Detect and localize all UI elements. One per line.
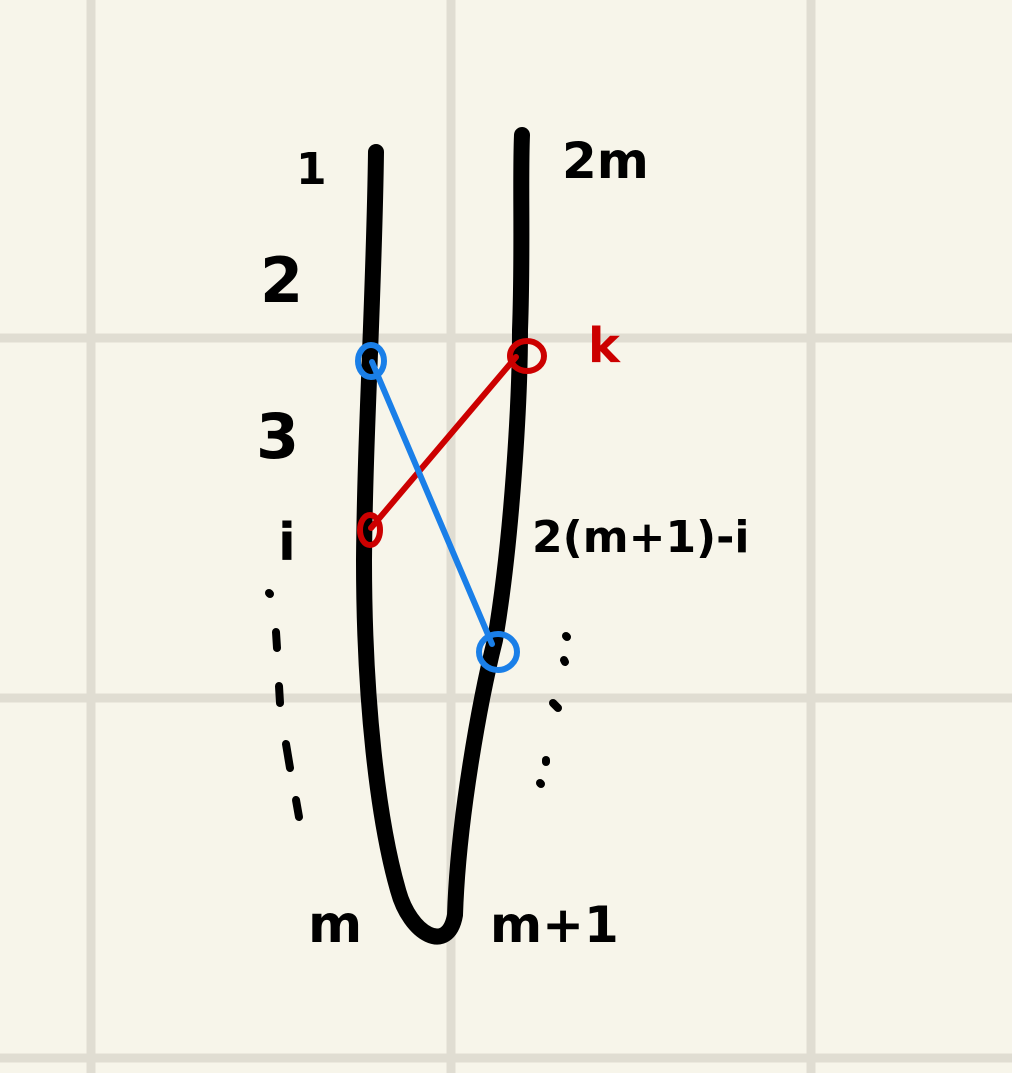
right-ellipsis-dot [560, 656, 569, 666]
right-ellipsis-dot [536, 779, 545, 788]
label-m: m [308, 895, 362, 955]
blue-chord-line [369, 359, 495, 647]
blue-node-right [476, 631, 520, 673]
label-2m: 2m [562, 132, 649, 190]
left-ellipsis-dash [292, 796, 303, 821]
label-3: 3 [256, 400, 299, 473]
blue-chord [355, 342, 520, 673]
u-curve [356, 127, 530, 945]
label-i: i [278, 513, 296, 573]
label-m-plus-1: m+1 [490, 896, 619, 954]
left-ellipsis-dash [272, 628, 281, 652]
label-k: k [588, 318, 621, 374]
left-ellipsis-dot [265, 589, 274, 598]
label-mirror-index: 2(m+1)-i [532, 512, 750, 563]
red-chord [357, 338, 547, 548]
blue-node-left [355, 342, 387, 380]
red-node-k [507, 338, 547, 374]
right-ellipsis-dot [549, 699, 562, 712]
right-ellipsis-dot [562, 632, 571, 641]
red-node-i [357, 512, 383, 548]
left-ellipsis-dash [282, 740, 294, 772]
red-chord-line [368, 354, 519, 531]
label-2: 2 [260, 244, 303, 317]
left-ellipsis-dash [275, 682, 284, 707]
right-ellipsis [536, 632, 571, 788]
left-ellipsis [265, 589, 303, 821]
label-1: 1 [296, 144, 327, 195]
